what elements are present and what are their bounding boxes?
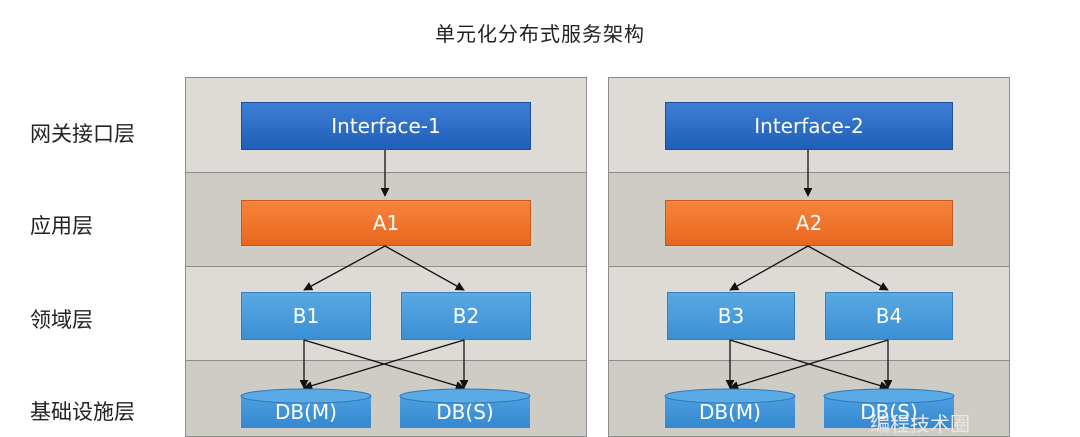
arrow-a2-to-b3 xyxy=(729,245,809,291)
unit-2-interface-box: Interface-2 xyxy=(665,102,953,150)
unit-1-domain-box-1: B1 xyxy=(241,292,371,340)
unit-1-db-s-label: DB(S) xyxy=(436,400,494,424)
unit-2-arrows xyxy=(725,150,893,390)
unit-1-domain-box-2: B2 xyxy=(401,292,531,340)
layer-label-domain: 领域层 xyxy=(30,308,93,332)
watermark-text: 编程技术圈 xyxy=(870,412,970,436)
arrow-b2-to-dbm xyxy=(303,339,465,391)
unit-1-db-s-cylinder xyxy=(399,388,531,428)
arrow-b4-to-dbm xyxy=(729,339,889,390)
unit-1-arrows xyxy=(299,150,469,391)
unit-2-db-s-label: DB(S) xyxy=(860,400,918,424)
connections-overlay xyxy=(240,150,955,428)
layer-label-infrastructure: 基础设施层 xyxy=(30,400,135,424)
layer-label-application: 应用层 xyxy=(30,214,93,238)
diagram-title: 单元化分布式服务架构 xyxy=(435,22,645,46)
unit-2-db-m-cylinder xyxy=(664,388,796,428)
layer-label-gateway: 网关接口层 xyxy=(30,122,135,146)
unit-2-app-box: A2 xyxy=(665,200,953,246)
unit-1-db-m-cylinder xyxy=(240,388,372,428)
unit-2-domain-box-2: B4 xyxy=(825,292,953,340)
unit-1-db-m-label: DB(M) xyxy=(275,400,337,424)
unit-1-interface-box: Interface-1 xyxy=(241,102,531,150)
unit-2-db-s-cylinder xyxy=(823,388,955,428)
arrow-a1-to-b1 xyxy=(303,245,386,291)
unit-2-domain-box-1: B3 xyxy=(667,292,795,340)
arrow-a2-to-b4 xyxy=(807,245,889,291)
arrow-a1-to-b2 xyxy=(384,245,465,291)
unit-2-db-m-label: DB(M) xyxy=(699,400,761,424)
unit-1-app-box: A1 xyxy=(241,200,531,246)
unit-1-panel: Interface-1 A1 B1 B2 xyxy=(185,77,587,437)
